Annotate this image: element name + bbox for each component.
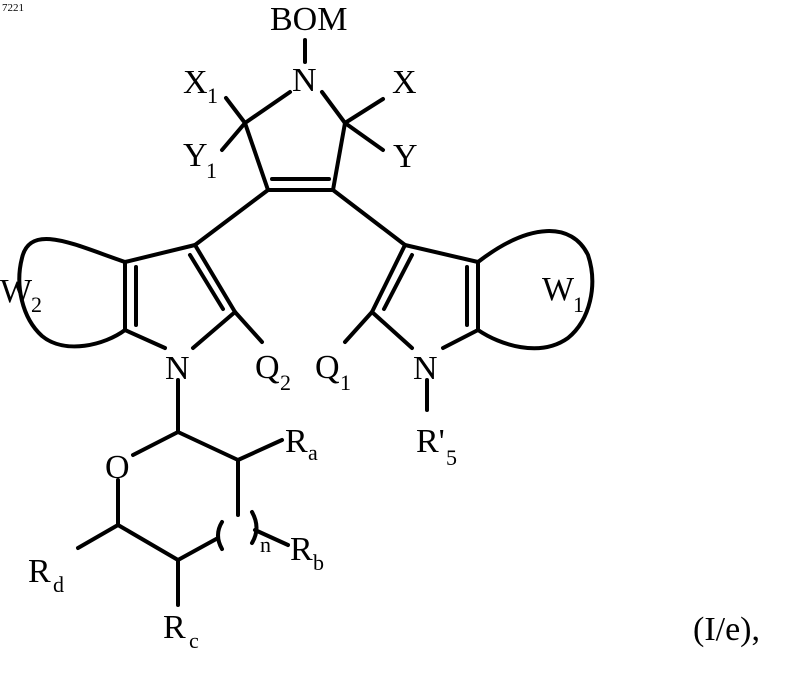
label-rd: R: [28, 553, 51, 590]
label-n-index: n: [260, 532, 271, 557]
bond-c-x: [345, 99, 383, 123]
label-n-left: N: [165, 350, 190, 387]
label-rc: R: [163, 609, 186, 646]
label-bom: BOM: [270, 1, 347, 38]
bond-c-q2: [235, 312, 262, 342]
paren-left: [218, 522, 222, 549]
label-rd-sub: d: [53, 572, 64, 597]
label-r5-sub: 5: [446, 445, 457, 470]
label-o: O: [105, 449, 130, 486]
label-ra-sub: a: [308, 440, 318, 465]
label-n-top: N: [292, 62, 317, 99]
label-n-right: N: [413, 350, 438, 387]
label-ra: R: [285, 423, 308, 460]
bond-c2-ra: [238, 440, 282, 460]
bond-c-y1: [222, 123, 245, 150]
label-x: X: [392, 64, 417, 101]
label-q2: Q: [255, 349, 280, 386]
bond-left-ring-3: [125, 330, 165, 348]
bond-c-y: [345, 123, 383, 150]
paren-right: [252, 512, 257, 543]
bonds: [19, 40, 592, 605]
bond-left-ring-4: [193, 312, 235, 348]
bond-c2-c1: [178, 432, 238, 460]
label-w2: W: [0, 273, 33, 310]
bond-left-ring-1: [125, 245, 195, 262]
label-rb: R: [290, 531, 313, 568]
formula-identifier: (I/e),: [693, 611, 760, 648]
watermark: 7221: [2, 2, 24, 14]
bond-c4-paren: [178, 538, 218, 560]
bond-right-ring-1: [405, 245, 478, 262]
bond-c-c4: [333, 123, 345, 190]
label-y1-sub: 1: [206, 158, 217, 183]
ring-w1-arc: [478, 231, 592, 348]
bond-c1-o: [133, 432, 178, 455]
label-q2-sub: 2: [280, 370, 291, 395]
bond-left-ring-5: [195, 245, 235, 312]
bond-link-right: [333, 190, 405, 245]
bond-c-x1: [226, 98, 245, 123]
label-x1: X: [183, 64, 208, 101]
label-rc-sub: c: [189, 628, 199, 653]
label-rb-sub: b: [313, 550, 324, 575]
label-w2-sub: 2: [31, 292, 42, 317]
bond-n-c-right: [322, 92, 345, 123]
label-x1-sub: 1: [207, 83, 218, 108]
bond-n-c-left: [245, 92, 290, 123]
label-r5: R': [416, 423, 445, 460]
label-q1: Q: [315, 349, 340, 386]
bond-right-ring-4: [372, 312, 412, 348]
bond-c5-rd: [78, 525, 118, 548]
label-q1-sub: 1: [340, 370, 351, 395]
label-w1-sub: 1: [573, 292, 584, 317]
bond-c5-c4: [118, 525, 178, 560]
bond-link-left: [195, 190, 268, 245]
label-y: Y: [393, 138, 418, 175]
bond-c-q1: [345, 312, 372, 342]
label-y1: Y: [183, 137, 208, 174]
bond-right-ring-3: [443, 330, 478, 348]
label-w1: W: [542, 271, 575, 308]
bond-c-c3: [245, 123, 268, 190]
